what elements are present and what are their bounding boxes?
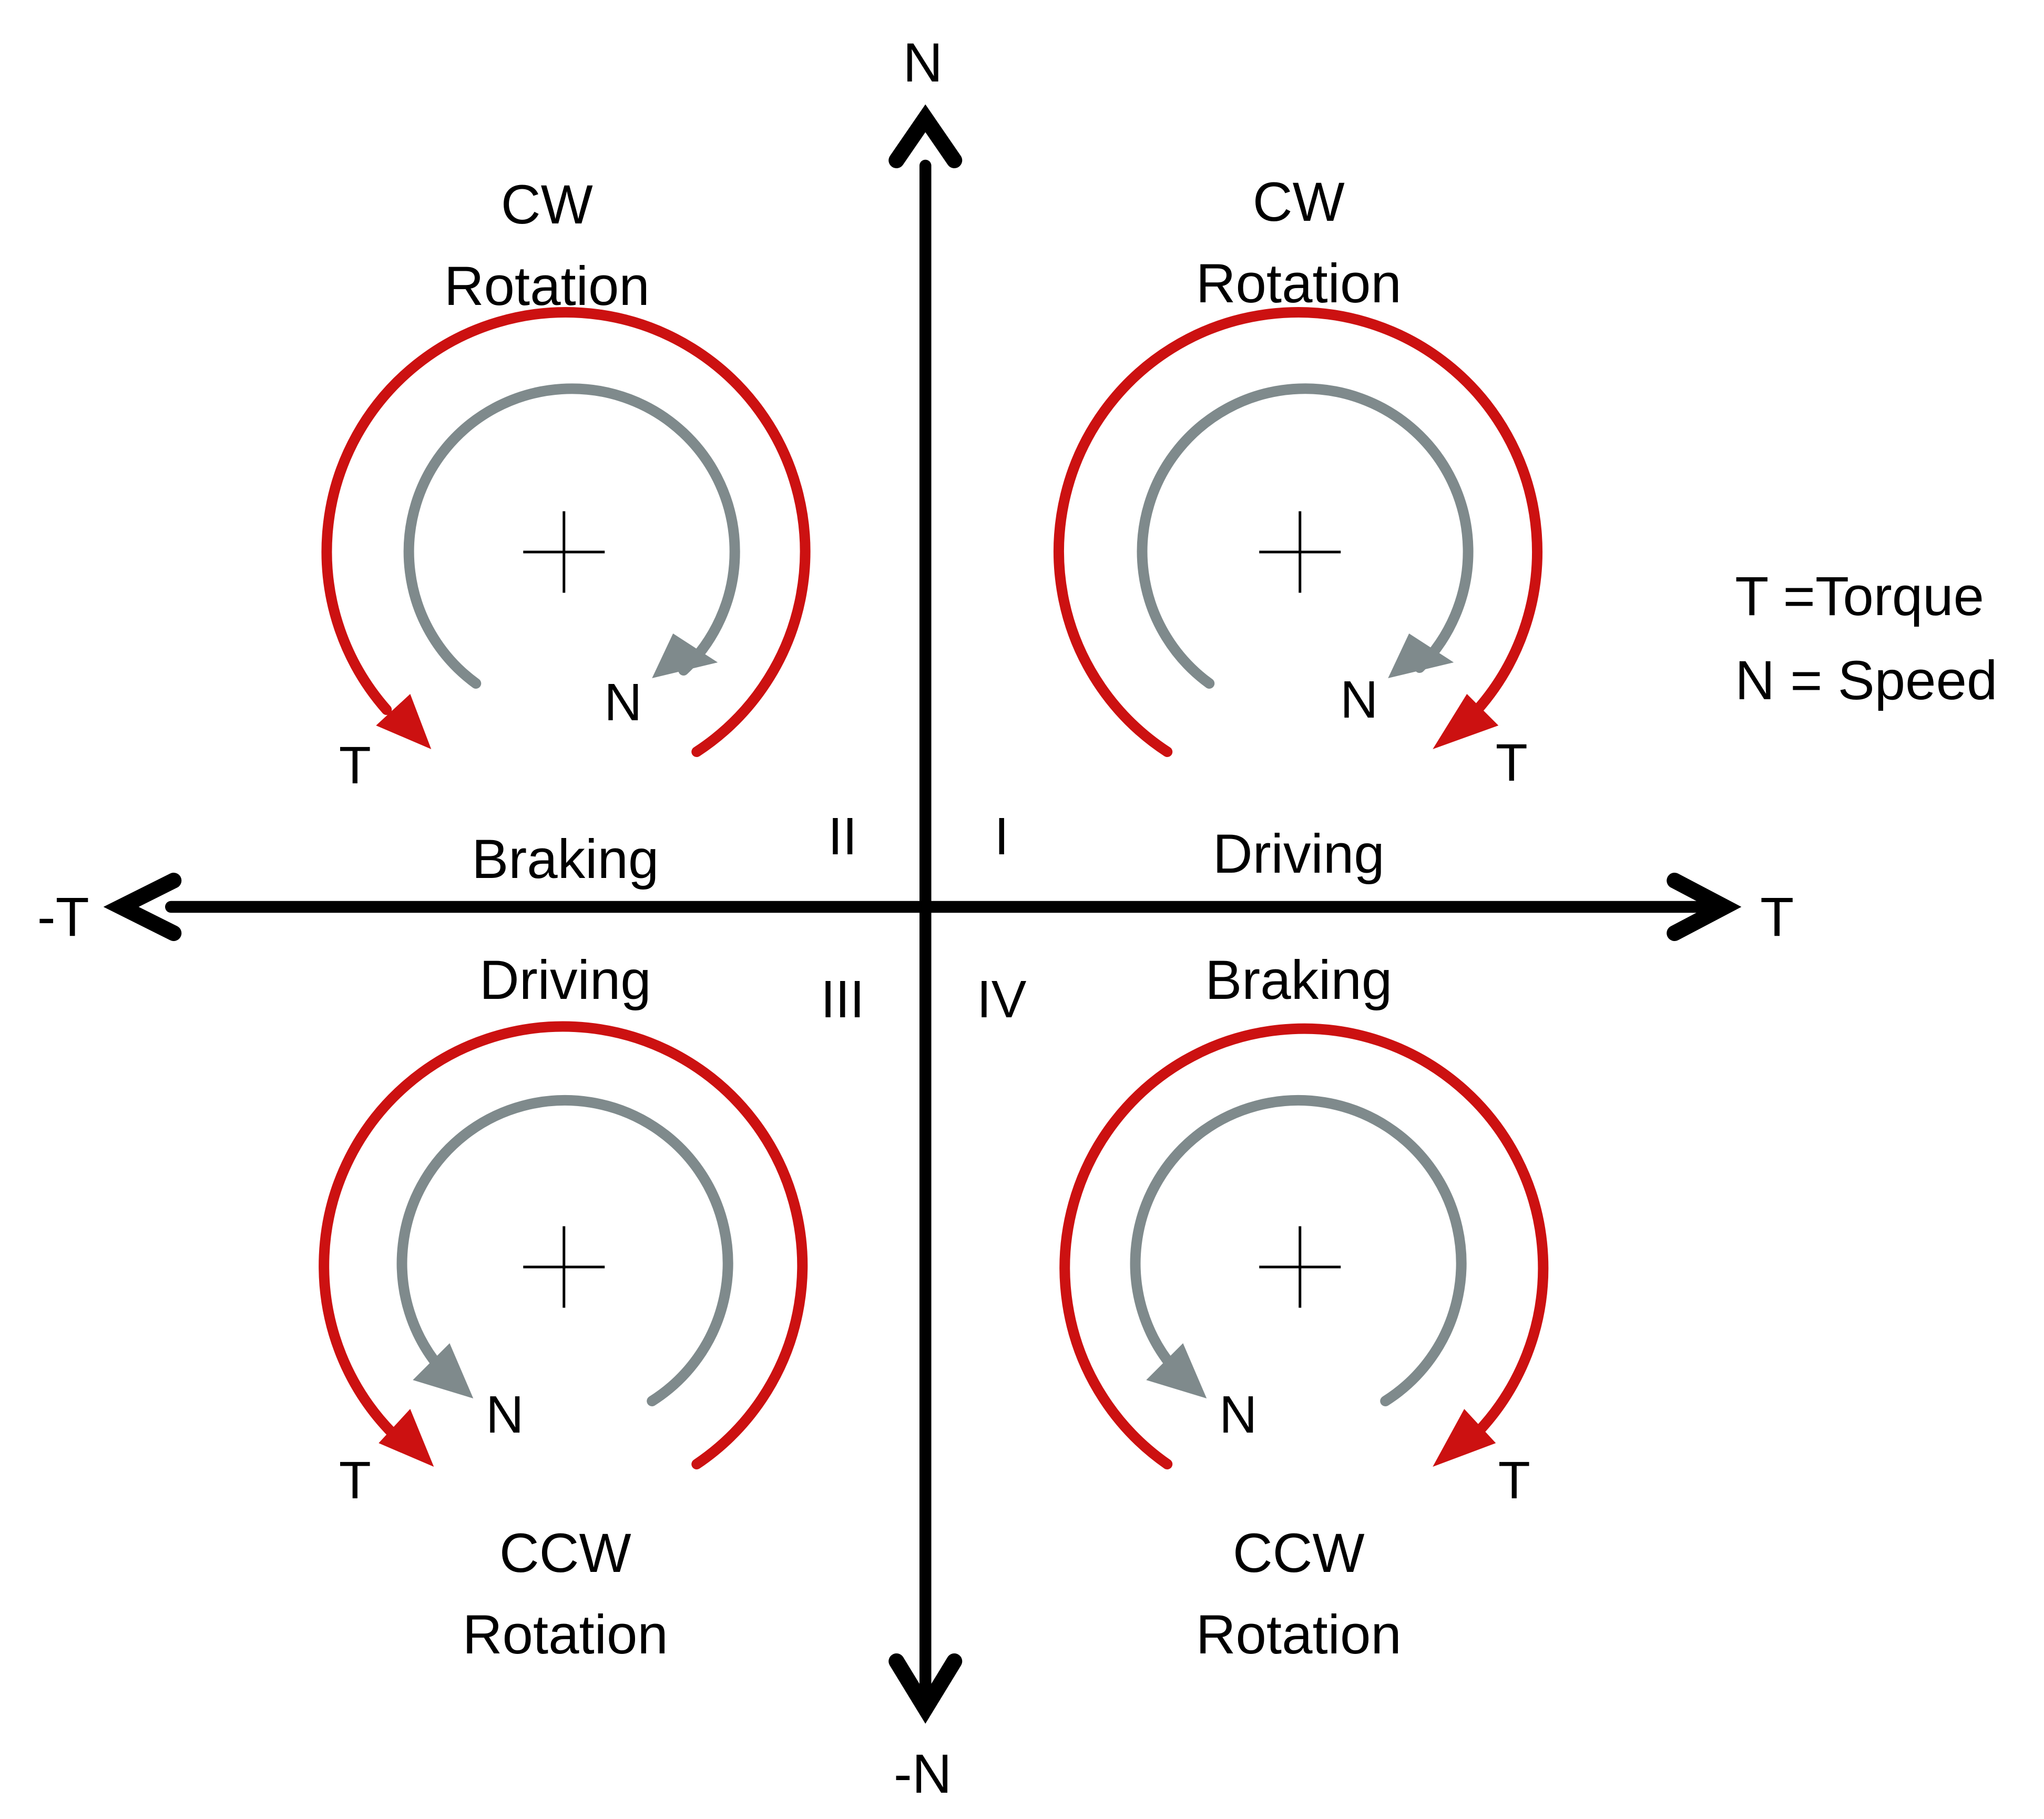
n-axis-arrowhead — [888, 104, 963, 168]
quadrant-iii-rotation-icon: T N — [319, 1021, 808, 1510]
neg-n-axis-arrowhead — [888, 1653, 963, 1724]
speed-label-q3: N — [486, 1385, 524, 1444]
axes — [103, 104, 1742, 1724]
quadrant-ii-rotation-icon: T N — [321, 307, 811, 795]
torque-label-q4: T — [1498, 1451, 1530, 1510]
quadrant-numeral-ii: II — [828, 807, 857, 866]
speed-label-q2: N — [604, 673, 642, 732]
mode-label-q4: Braking — [1205, 949, 1392, 1011]
torque-label-q2: T — [339, 736, 371, 795]
torque-arc-q1 — [1054, 307, 1542, 757]
rotation-label-q2-line2: Rotation — [444, 256, 650, 317]
rotation-label-q4-line2: Rotation — [1196, 1604, 1402, 1665]
t-axis-arrowhead — [1667, 873, 1742, 941]
torque-arc-q4 — [1059, 1023, 1549, 1469]
rotation-label-q1-line1: CW — [1253, 171, 1345, 233]
torque-arc-q3 — [319, 1021, 808, 1469]
speed-label-q1: N — [1340, 670, 1378, 729]
legend-speed: N = Speed — [1735, 650, 1997, 711]
speed-arc-q3 — [396, 1095, 733, 1406]
axis-label-neg-t: -T — [37, 886, 89, 948]
axis-label-t: T — [1760, 886, 1794, 948]
speed-label-q4: N — [1219, 1385, 1257, 1444]
neg-t-axis-arrowhead — [103, 873, 182, 941]
torque-label-q3: T — [339, 1451, 371, 1510]
rotation-label-q1-line2: Rotation — [1196, 253, 1402, 314]
axis-label-neg-n: -N — [894, 1743, 952, 1805]
rotation-label-q3-line1: CCW — [499, 1522, 631, 1584]
torque-label-q1: T — [1496, 733, 1528, 792]
rotation-label-q4-line1: CCW — [1233, 1522, 1365, 1584]
mode-label-q1: Driving — [1213, 823, 1385, 885]
mode-label-q2: Braking — [472, 829, 659, 890]
quadrant-numeral-iv: IV — [977, 970, 1027, 1029]
quadrant-numeral-iii: III — [821, 970, 864, 1029]
torque-arrowhead-q2 — [376, 694, 432, 749]
speed-arc-q4 — [1130, 1095, 1467, 1406]
rotation-label-q3-line2: Rotation — [463, 1604, 668, 1665]
speed-arrowhead-q4 — [1146, 1343, 1207, 1398]
speed-arrowhead-q1 — [1388, 633, 1454, 678]
torque-arc-q2 — [321, 307, 811, 757]
torque-arrowhead-q4 — [1433, 1409, 1496, 1467]
mode-label-q3: Driving — [479, 949, 651, 1011]
quadrant-iv-rotation-icon: T N — [1059, 1023, 1549, 1510]
legend-torque: T =Torque — [1735, 566, 1984, 627]
axis-label-n: N — [903, 32, 943, 94]
rotation-label-q2-line1: CW — [501, 174, 593, 236]
speed-arrowhead-q2 — [652, 633, 718, 678]
torque-arrowhead-q1 — [1433, 694, 1499, 749]
quadrant-i-rotation-icon: T N — [1054, 307, 1542, 792]
speed-arc-q2 — [403, 383, 740, 689]
speed-arc-q1 — [1137, 383, 1474, 689]
quadrant-numeral-i: I — [994, 807, 1009, 866]
torque-arrowhead-q3 — [379, 1409, 434, 1467]
speed-arrowhead-q3 — [413, 1343, 474, 1398]
